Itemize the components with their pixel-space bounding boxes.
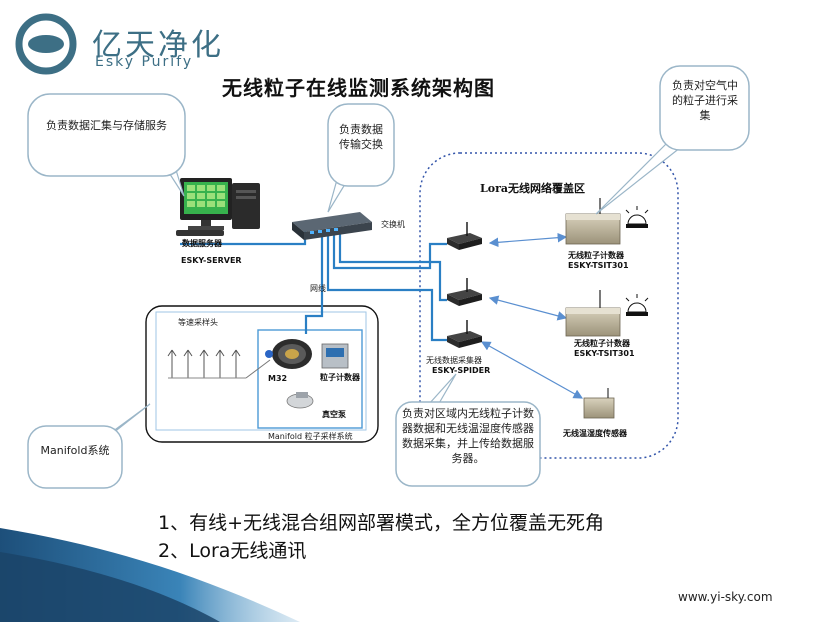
counter-2-model: ESKY-TSIT301 [574, 349, 635, 358]
bubble-spider-text: 负责对区域内无线粒子计数器数据和无线温湿度传感器数据采集，并上传给数据服务器。 [402, 407, 534, 465]
manifold-system-label: Manifold 粒子采样系统 [268, 432, 353, 441]
switch-label: 交换机 [381, 220, 405, 229]
m32-manifold-icon [265, 339, 312, 369]
lora-region-boundary [419, 152, 679, 459]
bubble-air-text: 负责对空气中的粒子进行采集 [672, 79, 738, 122]
gateway-1-icon [447, 222, 482, 250]
bubble-switch-text: 负责数据传输交换 [339, 123, 383, 151]
alarm-light-2-icon [625, 294, 649, 316]
probes-label: 等速采样头 [178, 318, 218, 327]
manifold-panel [145, 305, 379, 443]
counter-1-name: 无线粒子计数器 [568, 251, 624, 260]
server-label: 数据服务器 [182, 239, 222, 248]
brand-name-cn: 亿天净化 [92, 28, 224, 63]
bubble-air-shape [595, 65, 750, 215]
website-url: www.yi-sky.com [678, 590, 773, 604]
decorative-swoosh [0, 528, 300, 622]
vacuum-label: 真空泵 [322, 410, 346, 419]
counter-2-name: 无线粒子计数器 [574, 339, 630, 348]
alarm-light-1-icon [625, 206, 649, 228]
counter-1-model: ESKY-TSIT301 [568, 261, 629, 270]
bubble-spider-shape [395, 373, 541, 487]
brand-name-en: Esky Purify [95, 54, 194, 70]
manifold-counter-label: 粒子计数器 [320, 373, 360, 382]
lora-region-label: Lora无线网络覆盖区 [480, 182, 585, 195]
sampling-probes-icon [167, 349, 271, 379]
manifold-inner-border [155, 311, 367, 431]
diagram-title: 无线粒子在线监测系统架构图 [222, 76, 495, 100]
bullet-1: 1、有线+无线混合组网部署模式，全方位覆盖无死角 [158, 512, 605, 534]
temp-humidity-sensor-icon [583, 388, 615, 419]
spider-model-label: ESKY-SPIDER [432, 366, 491, 375]
bullet-2: 2、Lora无线通讯 [158, 540, 307, 562]
bubble-manifold-shape [27, 403, 151, 489]
brand-logo-icon [15, 13, 77, 75]
network-switch-icon [292, 212, 372, 240]
particle-counter-1-icon [565, 198, 621, 245]
m32-label: M32 [268, 374, 288, 383]
server-computer-icon [176, 178, 260, 236]
wired-label: 网线 [310, 284, 326, 293]
spider-label: 无线数据采集器 [426, 356, 482, 365]
bubble-server-text: 负责数据汇集与存储服务 [46, 119, 167, 132]
manifold-core-box [257, 329, 363, 429]
manifold-particle-counter-icon [321, 343, 349, 369]
server-model-label: ESKY-SERVER [181, 256, 242, 265]
gateway-3-icon [447, 320, 482, 348]
bubble-server-shape [27, 93, 186, 197]
particle-counter-2-icon [565, 290, 621, 337]
wireless-links [480, 232, 584, 399]
bubble-switch-shape [327, 103, 395, 213]
sensor-label: 无线温湿度传感器 [563, 429, 627, 438]
bubble-manifold-text: Manifold系统 [40, 444, 110, 457]
vacuum-pump-icon [286, 392, 314, 409]
gateway-2-icon [447, 278, 482, 306]
